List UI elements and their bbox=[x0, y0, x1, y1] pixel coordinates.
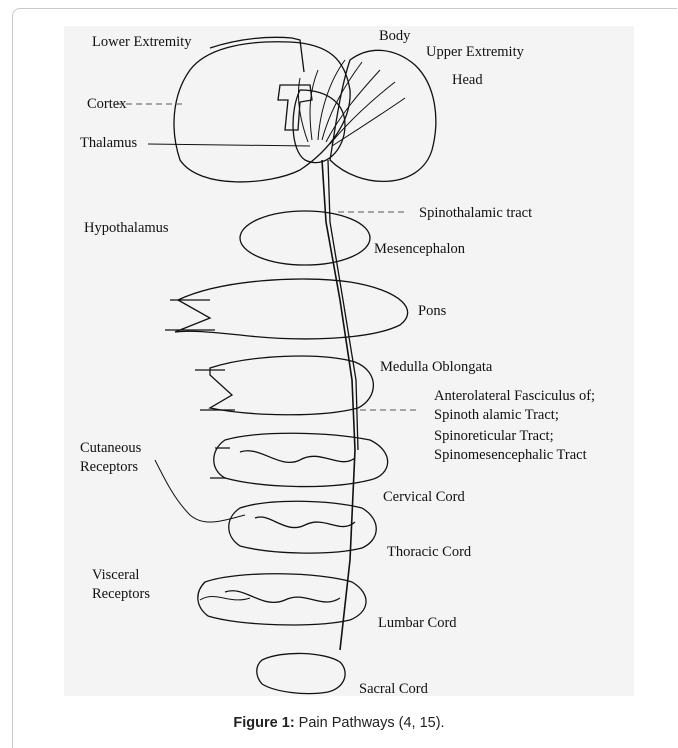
label-visceral-1: Visceral bbox=[92, 567, 139, 584]
label-upper-extremity: Upper Extremity bbox=[426, 44, 524, 61]
label-body: Body bbox=[379, 28, 410, 45]
label-mesencephalon: Mesencephalon bbox=[374, 241, 465, 258]
sacral-cord-section bbox=[257, 653, 345, 693]
label-lumbar-cord: Lumbar Cord bbox=[378, 615, 457, 632]
label-spinothalamic-tract: Spinothalamic tract bbox=[419, 205, 532, 222]
figure-caption-text: Pain Pathways (4, 15). bbox=[295, 715, 445, 731]
figure-caption: Figure 1: Pain Pathways (4, 15). bbox=[0, 715, 678, 731]
label-medulla-oblongata: Medulla Oblongata bbox=[380, 359, 492, 376]
lumbar-cord-section bbox=[198, 574, 366, 625]
visceral-fiber bbox=[200, 596, 250, 600]
label-lower-extremity: Lower Extremity bbox=[92, 34, 191, 51]
label-anterolateral-1: Anterolateral Fasciculus of; bbox=[434, 388, 595, 405]
cortex-rays bbox=[298, 60, 405, 146]
label-thalamus: Thalamus bbox=[80, 135, 137, 152]
mesencephalon-section bbox=[240, 211, 370, 265]
label-hypothalamus: Hypothalamus bbox=[84, 220, 169, 237]
label-visceral-2: Receptors bbox=[92, 586, 150, 603]
label-anterolateral-2: Spinoth alamic Tract; bbox=[434, 407, 559, 424]
label-cortex: Cortex bbox=[87, 96, 126, 113]
label-cervical-cord: Cervical Cord bbox=[383, 489, 465, 506]
label-thoracic-cord: Thoracic Cord bbox=[387, 544, 471, 561]
medulla-section bbox=[210, 356, 373, 415]
label-cutaneous-1: Cutaneous bbox=[80, 440, 141, 457]
figure-caption-label: Figure 1: bbox=[233, 715, 294, 731]
label-sacral-cord: Sacral Cord bbox=[359, 681, 428, 698]
label-pons: Pons bbox=[418, 303, 446, 320]
cutaneous-fiber bbox=[155, 460, 245, 522]
label-anterolateral-4: Spinomesencephalic Tract bbox=[434, 447, 587, 464]
thoracic-cord-section bbox=[229, 501, 377, 553]
label-anterolateral-3: Spinoreticular Tract; bbox=[434, 428, 554, 445]
label-cutaneous-2: Receptors bbox=[80, 459, 138, 476]
label-head: Head bbox=[452, 72, 483, 89]
